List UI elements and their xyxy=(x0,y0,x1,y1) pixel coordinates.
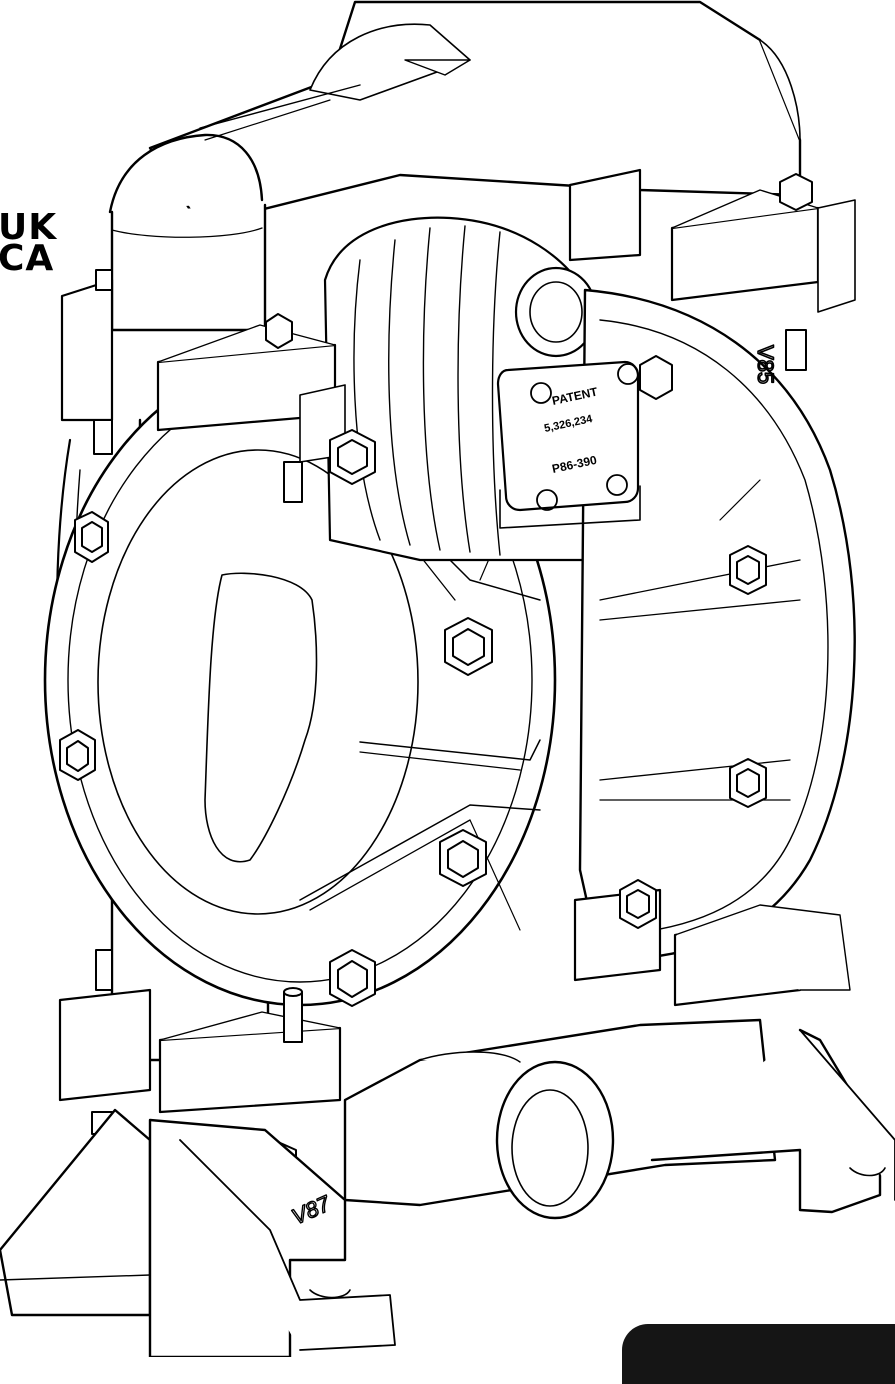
hex-bolt xyxy=(729,545,767,595)
ukca-line-2: CA xyxy=(0,238,55,279)
top-manifold xyxy=(108,0,802,227)
hex-bolt xyxy=(619,879,657,929)
hex-bolts xyxy=(59,355,767,1007)
plate-screw-top-right xyxy=(617,363,639,385)
stud xyxy=(93,269,113,455)
hex-bolt xyxy=(329,949,376,1007)
left-foot xyxy=(0,1108,396,1357)
hex-bolt xyxy=(329,429,376,485)
bottom-corner-tab xyxy=(622,1324,895,1384)
hex-bolt xyxy=(639,355,673,400)
hex-bolt xyxy=(59,729,96,781)
housing-mark-v85: V85 xyxy=(753,345,778,384)
stud xyxy=(283,987,303,1043)
hex-bolt xyxy=(439,829,487,887)
ukca-line-1: UK xyxy=(0,207,58,248)
ukca-mark: UK CA xyxy=(0,207,58,279)
stud xyxy=(265,313,303,503)
hex-bolt xyxy=(74,511,109,563)
patent-plate: PATENT 5,326,234 P86-390 xyxy=(496,360,641,529)
clamp-studs xyxy=(91,173,813,1177)
right-foot xyxy=(650,1028,895,1214)
plate-screw-bottom-left xyxy=(536,489,558,511)
plate-screw-top-left xyxy=(530,382,552,404)
stud xyxy=(779,173,813,371)
plate-screw-bottom-right xyxy=(606,474,628,496)
hex-bolt xyxy=(729,758,767,808)
hex-bolt xyxy=(444,617,493,676)
